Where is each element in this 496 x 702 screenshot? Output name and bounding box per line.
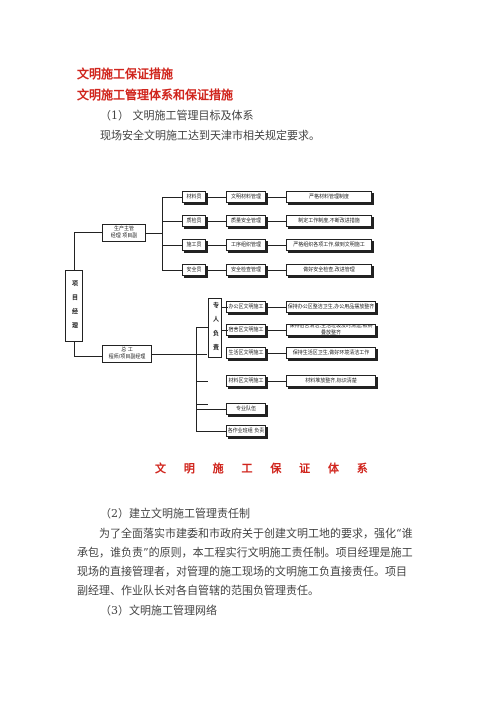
detail-box: 材料堆放整齐,标识清楚 bbox=[286, 375, 376, 387]
area-box: 材料区文明施工 bbox=[226, 375, 266, 387]
role-box: 施工员 bbox=[182, 239, 206, 251]
team-box: 专业队伍 bbox=[226, 403, 266, 415]
lower-leader-box: 总 工 程师/项目副经理 bbox=[102, 345, 152, 363]
heading-management-system: 文明施工管理体系和保证措施 bbox=[77, 88, 234, 102]
area-box: 生活区文明施工 bbox=[226, 347, 266, 359]
section2-paragraph: 为了全面落实市建委和市政府关于创建文明工地的要求，强化“谁承包，谁负责”的原则，… bbox=[77, 527, 413, 597]
upper-leader-box: 生产主管 经理 项目副 bbox=[102, 224, 146, 242]
detail-box: 保持宿舍清洁,生活垃圾及时清运,被褥叠放整齐 bbox=[286, 324, 376, 336]
duty-box: 工序组织管理 bbox=[226, 239, 266, 251]
section1-title: （1） 文明施工管理目标及体系 bbox=[100, 109, 254, 122]
detail-box: 制定工作制度,不断改进措施 bbox=[286, 215, 372, 227]
section1-text: 现场安全文明施工达到天津市相关规定要求。 bbox=[100, 129, 320, 142]
detail-box: 保持生活区卫生,做好环境清洁工作 bbox=[286, 347, 376, 359]
duty-box: 安全检查管理 bbox=[226, 264, 266, 276]
detail-box: 严格材料管理制度 bbox=[286, 191, 372, 203]
role-box: 安全员 bbox=[182, 264, 206, 276]
section2-title: （2）建立文明施工管理责任制 bbox=[100, 507, 250, 520]
area-box: 办公区文明施工 bbox=[226, 301, 266, 313]
role-box: 材料员 bbox=[182, 191, 206, 203]
area-box: 宿舍区文明施工 bbox=[226, 324, 266, 336]
section3-title: （3）文明施工管理网络 bbox=[100, 604, 217, 617]
root-project-manager: 项 目 经 理 bbox=[65, 270, 83, 342]
crew-box: 各作业班组 负责 bbox=[226, 425, 266, 437]
detail-box: 做好安全检查,改进管理 bbox=[286, 264, 372, 276]
group-label-specialist: 专 人 负 责 bbox=[208, 298, 222, 358]
heading-civilized-construction: 文明施工保证措施 bbox=[77, 67, 174, 81]
detail-box: 严格组织各项工作,做到文明施工 bbox=[286, 239, 372, 251]
diagram-title: 文 明 施 工 保 证 体 系 bbox=[155, 462, 375, 475]
duty-box: 文明材料管理 bbox=[226, 191, 266, 203]
detail-box: 保持办公区整洁卫生,办公用品摆放整齐 bbox=[286, 301, 376, 313]
role-box: 质检员 bbox=[182, 215, 206, 227]
duty-box: 质量安全管理 bbox=[226, 215, 266, 227]
